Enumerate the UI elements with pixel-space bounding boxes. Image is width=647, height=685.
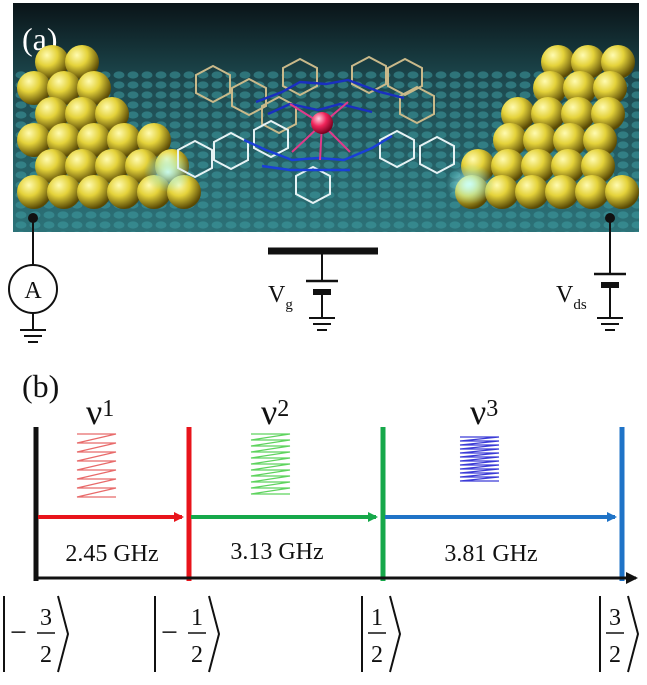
gold-atom — [561, 97, 595, 131]
gold-atom — [47, 123, 81, 157]
gold-atom — [137, 123, 171, 157]
ket-angle — [208, 595, 221, 673]
gold-atom — [65, 97, 99, 131]
ammeter-circuit — [8, 218, 58, 343]
state-numerator: 1 — [371, 605, 383, 631]
gold-atom — [515, 175, 549, 209]
state-numerator: 3 — [40, 605, 52, 631]
gold-atom — [523, 123, 557, 157]
gold-atom — [583, 123, 617, 157]
drain-source-circuit — [594, 218, 626, 331]
gold-atom — [77, 123, 111, 157]
upper-ligand — [195, 55, 435, 135]
microwave-wave-3 — [459, 436, 500, 482]
gold-atom — [47, 71, 81, 105]
gold-atom — [521, 149, 555, 183]
panel-b-label: (b) — [22, 368, 59, 404]
transition-label-3: ν3 — [470, 392, 498, 432]
state-denominator: 2 — [371, 642, 383, 668]
state-ket-plus-one-half: 1 2 — [361, 595, 402, 673]
right-terminal — [605, 213, 615, 223]
frequency-label-1: 2.45 GHz — [65, 541, 158, 567]
left-terminal — [28, 213, 38, 223]
gold-atom — [65, 45, 99, 79]
gold-atom — [35, 97, 69, 131]
gold-atom — [551, 149, 585, 183]
microwave-wave-1 — [76, 433, 117, 498]
frequency-label-2: 3.13 GHz — [230, 539, 323, 565]
gold-atom — [571, 45, 605, 79]
panel-b: (b) ν1 ν2 ν3 2.45 GHz 3.13 GHz 3.81 GHz — [3, 368, 640, 673]
state-denominator: 2 — [609, 642, 621, 668]
gold-atom — [531, 97, 565, 131]
gold-atom — [17, 71, 51, 105]
state-sign: − — [161, 616, 178, 649]
gold-atom — [581, 149, 615, 183]
transition-label-2: ν2 — [261, 392, 289, 432]
gold-atom — [77, 71, 111, 105]
left-contact-glow — [144, 152, 192, 192]
microwave-wave-2 — [250, 433, 291, 495]
state-denominator: 2 — [191, 642, 203, 668]
gold-atom — [545, 175, 579, 209]
gold-atom — [591, 97, 625, 131]
lower-nitrogen-ring — [243, 134, 393, 172]
state-ket-minus-three-halves: − 3 2 — [3, 595, 70, 673]
gold-atom — [563, 71, 597, 105]
upper-nitrogen-ring — [255, 78, 405, 116]
gold-atom — [533, 71, 567, 105]
gold-atom — [575, 175, 609, 209]
gold-atom — [107, 123, 141, 157]
state-ket-plus-three-halves: 3 2 — [599, 595, 640, 673]
gold-atom — [593, 71, 627, 105]
gold-atom — [35, 149, 69, 183]
gold-atom — [601, 45, 635, 79]
ammeter-label: A — [24, 278, 42, 304]
gold-atom — [17, 123, 51, 157]
gold-atom — [541, 45, 575, 79]
lanthanide-ion — [311, 112, 333, 134]
gold-atom — [17, 175, 51, 209]
gold-atom — [77, 175, 111, 209]
state-denominator: 2 — [40, 642, 52, 668]
state-ket-minus-one-half: − 1 2 — [154, 595, 221, 673]
gold-atom — [553, 123, 587, 157]
gold-atom — [47, 175, 81, 209]
gate-voltage-label: Vg — [268, 282, 293, 313]
gold-atom — [95, 149, 129, 183]
gold-atom — [491, 149, 525, 183]
gold-atom — [605, 175, 639, 209]
state-numerator: 1 — [191, 605, 203, 631]
ket-angle — [389, 595, 402, 673]
gold-atom — [35, 45, 69, 79]
ket-angle — [627, 595, 640, 673]
state-sign: − — [10, 616, 27, 649]
ket-angle — [57, 595, 70, 673]
gate-circuit — [268, 247, 378, 331]
panel-a: (a) — [8, 3, 639, 343]
state-numerator: 3 — [609, 605, 621, 631]
transition-label-1: ν1 — [86, 392, 114, 432]
gold-atom — [493, 123, 527, 157]
lower-ligand — [177, 119, 455, 205]
gold-atom — [95, 97, 129, 131]
right-contact-glow — [446, 164, 494, 204]
gold-atom — [107, 175, 141, 209]
drain-source-voltage-label: Vds — [556, 282, 587, 313]
gold-atom — [501, 97, 535, 131]
molecule — [177, 55, 455, 205]
gold-atom — [65, 149, 99, 183]
frequency-label-3: 3.81 GHz — [444, 541, 537, 567]
